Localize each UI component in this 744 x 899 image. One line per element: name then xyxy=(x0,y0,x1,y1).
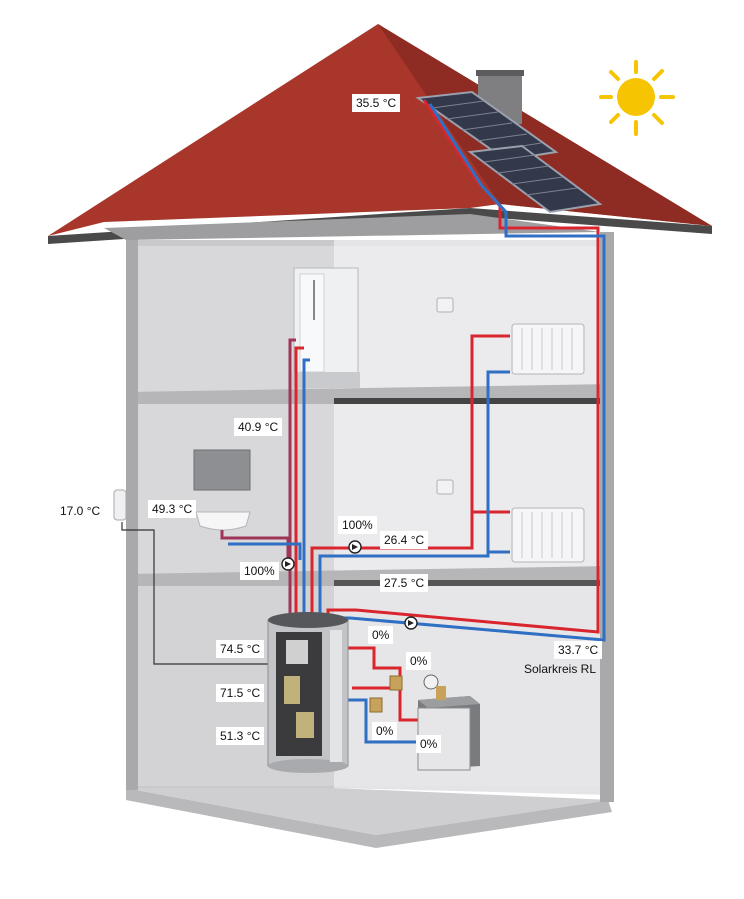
house-frame-right xyxy=(600,232,614,802)
pressure-gauge xyxy=(423,674,439,690)
solar-collector-lower xyxy=(467,144,603,214)
roof-eave xyxy=(48,208,712,244)
sink-cold-pipe xyxy=(228,542,302,560)
solar-pump-pct-label: 0% xyxy=(368,626,394,644)
radiator-middle xyxy=(511,507,585,563)
tank-bottom-temp-label: 51.3 °C xyxy=(216,727,265,745)
room-upper xyxy=(138,246,334,392)
solar-collector-upper xyxy=(415,90,559,162)
mixing-valve xyxy=(389,675,403,691)
outdoor-sensor-icon xyxy=(113,489,127,521)
sun-icon xyxy=(599,60,675,136)
solar-return-temp-label: 33.7 °C xyxy=(554,641,603,659)
dhw-pump-pct-label: 100% xyxy=(240,562,279,580)
dhw-hot-pipe xyxy=(288,338,296,620)
sink-temp-label: 49.3 °C xyxy=(148,500,197,518)
tank-top-temp-label: 74.5 °C xyxy=(216,640,265,658)
sink-hot-pipe xyxy=(220,530,290,566)
tank-mid-temp-label: 71.5 °C xyxy=(216,684,265,702)
collector-temp-label: 35.5 °C xyxy=(352,94,401,112)
outdoor-temp-label: 17.0 °C xyxy=(60,504,101,518)
chimney-cap xyxy=(476,70,524,76)
heating-flow-temp-label: 26.4 °C xyxy=(380,531,429,549)
pump-icon xyxy=(404,616,418,630)
floor-slab-lower-edge xyxy=(334,580,612,586)
thermostat-icon xyxy=(436,479,454,495)
pump-icon xyxy=(348,540,362,554)
dhw-cold-pipe xyxy=(302,358,310,620)
roof-shade xyxy=(378,24,712,226)
heating-pump-pct-label: 100% xyxy=(338,516,377,534)
house-frame-left xyxy=(126,238,138,790)
dhw-upper-temp-label: 40.9 °C xyxy=(234,418,283,436)
dhw-hot-pipe-2 xyxy=(294,346,304,620)
shower-cabin xyxy=(292,267,360,388)
pump-icon xyxy=(281,557,295,571)
heating-return-temp-label: 27.5 °C xyxy=(380,574,429,592)
boiler-flow-pipe xyxy=(348,646,418,722)
solar-return-circuit-label: Solarkreis RL xyxy=(524,662,597,676)
heating-return-pipe xyxy=(318,370,510,620)
storage-tank xyxy=(267,612,349,773)
sensor-cable xyxy=(121,522,290,665)
boiler-return-pipe xyxy=(348,698,418,744)
boiler-pct-label: 0% xyxy=(416,735,442,753)
heating-flow-pipe xyxy=(310,334,510,620)
valve-a-pct-label: 0% xyxy=(406,652,432,670)
mixing-valve xyxy=(369,697,383,713)
wash-basin xyxy=(195,511,251,531)
house-interior-floor xyxy=(126,788,612,835)
thermostat-icon xyxy=(436,297,454,313)
ground-slab xyxy=(126,788,612,848)
mirror xyxy=(193,449,251,491)
valve-b-pct-label: 0% xyxy=(372,722,398,740)
radiator-upper xyxy=(511,323,585,375)
roof-underside xyxy=(104,214,600,240)
